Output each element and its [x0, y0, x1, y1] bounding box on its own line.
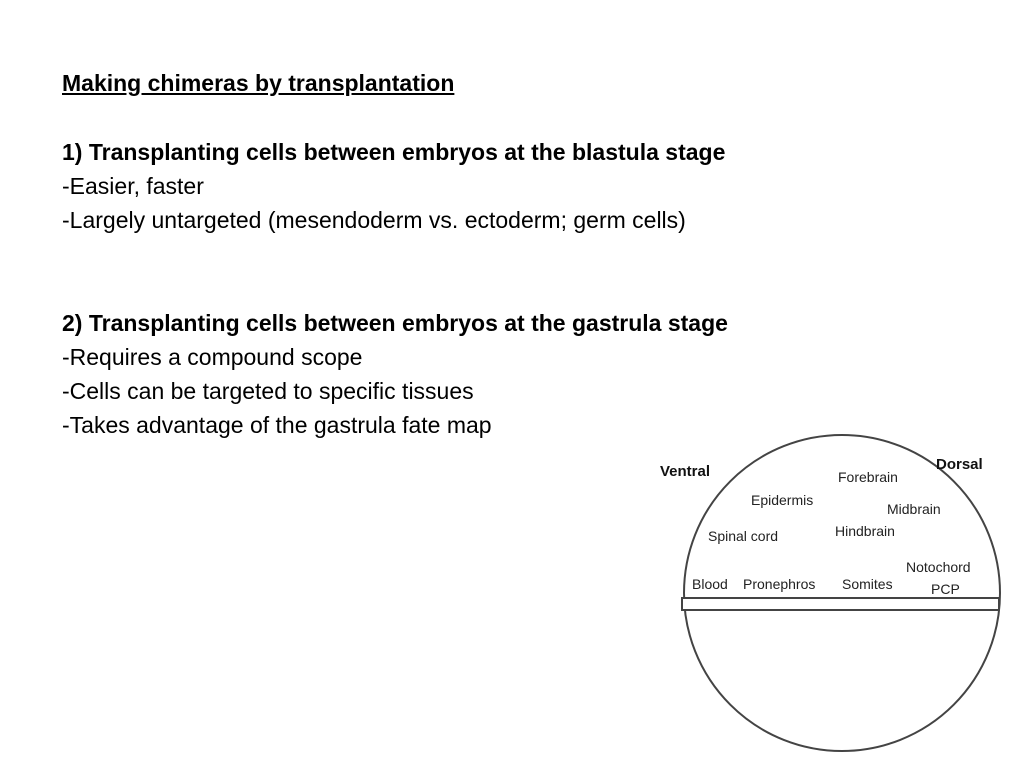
bullet-item: -Cells can be targeted to specific tissu… [62, 378, 474, 404]
region-pcp: PCP [931, 581, 960, 597]
gastrula-fate-map: Ventral Dorsal Forebrain Epidermis Midbr… [650, 430, 1024, 760]
bullet-item: -Requires a compound scope [62, 344, 363, 370]
bullet-item: -Largely untargeted (mesendoderm vs. ect… [62, 207, 686, 233]
region-notochord: Notochord [906, 559, 971, 575]
region-blood: Blood [692, 576, 728, 592]
region-somites: Somites [842, 576, 893, 592]
section-gastrula: 2) Transplanting cells between embryos a… [62, 306, 728, 442]
embryo-outline [683, 434, 1001, 752]
region-hindbrain: Hindbrain [835, 523, 895, 539]
region-epidermis: Epidermis [751, 492, 813, 508]
margin-band [681, 597, 1000, 611]
bullet-item: -Takes advantage of the gastrula fate ma… [62, 412, 492, 438]
ventral-label: Ventral [660, 463, 710, 480]
region-spinal-cord: Spinal cord [708, 528, 778, 544]
slide-title: Making chimeras by transplantation [62, 70, 455, 96]
section-heading: 1) Transplanting cells between embryos a… [62, 139, 726, 165]
bullet-item: -Easier, faster [62, 173, 204, 199]
fate-map-diagram: Ventral Dorsal Forebrain Epidermis Midbr… [660, 434, 1001, 752]
dorsal-label: Dorsal [936, 456, 983, 473]
region-forebrain: Forebrain [838, 469, 898, 485]
region-pronephros: Pronephros [743, 576, 815, 592]
section-heading: 2) Transplanting cells between embryos a… [62, 310, 728, 336]
region-midbrain: Midbrain [887, 501, 941, 517]
section-blastula: 1) Transplanting cells between embryos a… [62, 135, 725, 237]
